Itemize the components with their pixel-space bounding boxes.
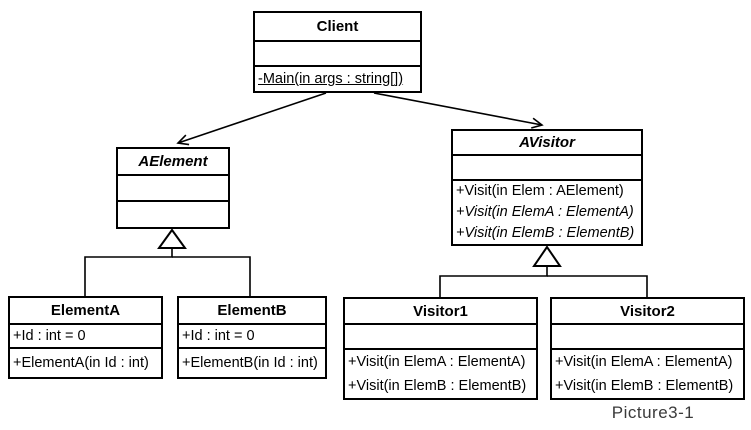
diagram-caption: Picture3-1 <box>611 403 695 422</box>
methods-visitor2: +Visit(in ElemA : ElementA) +Visit(in El… <box>552 348 743 398</box>
method: +Visit(in ElemB : ElementB) <box>348 378 527 394</box>
class-box-elementb: ElementB +Id : int = 0 +ElementB(in Id :… <box>177 296 327 379</box>
class-name-visitor1: Visitor1 <box>413 302 468 320</box>
class-name-elementb: ElementB <box>217 302 287 319</box>
methods-visitor1: +Visit(in ElemA : ElementA) +Visit(in El… <box>345 348 536 398</box>
method: +ElementA(in Id : int) <box>13 354 149 371</box>
generalization-line-avisitor-children <box>439 266 548 297</box>
attribute: +Id : int = 0 <box>182 327 255 344</box>
class-box-visitor1: Visitor1 +Visit(in ElemA : ElementA) +Vi… <box>343 297 538 400</box>
generalization-line-avisitor-visitor2 <box>547 275 648 297</box>
methods-elementb: +ElementB(in Id : int) <box>179 347 325 377</box>
generalization-triangle-aelement <box>157 228 187 249</box>
class-box-visitor2: Visitor2 +Visit(in ElemA : ElementA) +Vi… <box>550 297 745 400</box>
attributes-avisitor <box>453 153 641 179</box>
class-box-avisitor: AVisitor +Visit(in Elem : AElement) +Vis… <box>451 129 643 246</box>
methods-elementa: +ElementA(in Id : int) <box>10 347 161 377</box>
class-box-aelement: AElement <box>116 147 230 229</box>
method: +Visit(in Elem : AElement) <box>456 183 624 199</box>
attribute: +Id : int = 0 <box>13 327 86 344</box>
class-box-client: Client -Main(in args : string[]) <box>253 11 422 93</box>
methods-aelement <box>118 200 228 227</box>
class-name-aelement: AElement <box>138 153 208 170</box>
method: +ElementB(in Id : int) <box>182 354 318 371</box>
generalization-line-aelement-elementb <box>172 256 251 296</box>
generalization-triangle-avisitor <box>532 245 562 267</box>
class-box-elementa: ElementA +Id : int = 0 +ElementA(in Id :… <box>8 296 163 379</box>
attributes-aelement <box>118 174 228 200</box>
attributes-client <box>255 40 420 65</box>
attributes-elementb: +Id : int = 0 <box>179 323 325 347</box>
generalization-line-aelement-children <box>84 248 173 296</box>
association-arrow-client-to-avisitor <box>373 92 544 129</box>
methods-avisitor: +Visit(in Elem : AElement) +Visit(in Ele… <box>453 179 641 244</box>
attributes-visitor2 <box>552 323 743 348</box>
association-arrow-client-to-aelement <box>176 92 327 146</box>
method: +Visit(in ElemA : ElementA) <box>456 204 634 220</box>
attributes-elementa: +Id : int = 0 <box>10 323 161 347</box>
methods-client: -Main(in args : string[]) <box>255 65 420 91</box>
method: +Visit(in ElemB : ElementB) <box>555 378 734 394</box>
class-name-avisitor: AVisitor <box>519 133 575 151</box>
class-name-client: Client <box>316 18 359 35</box>
method: -Main(in args : string[]) <box>258 70 404 87</box>
method: +Visit(in ElemA : ElementA) <box>348 354 526 370</box>
method: +Visit(in ElemB : ElementB) <box>456 225 635 241</box>
method: +Visit(in ElemA : ElementA) <box>555 354 733 370</box>
class-name-elementa: ElementA <box>50 302 121 319</box>
attributes-visitor1 <box>345 323 536 348</box>
class-name-visitor2: Visitor2 <box>620 302 675 320</box>
